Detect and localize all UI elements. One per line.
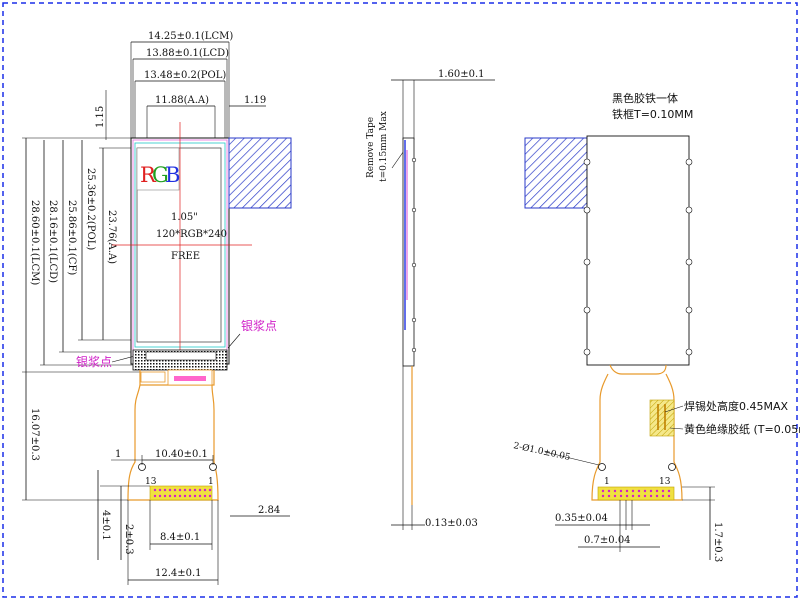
- rgb-logo-r: R: [140, 163, 157, 187]
- dim-side-offset: 2.84: [258, 505, 280, 516]
- dim-lcd-height: 28.16±0.1(LCD): [47, 200, 58, 283]
- dim-pad-b: 0.7±0.04: [584, 535, 631, 546]
- frame-note-line2: 铁框T=0.10MM: [612, 108, 693, 121]
- size-label: 1.05": [171, 212, 198, 223]
- gold-finger-pads: [149, 485, 213, 501]
- dim-fpc-tail: 4±0.1: [100, 510, 111, 541]
- back-hatched-tab: [524, 137, 588, 209]
- solder-height-note: 焊锡处高度0.45MAX: [684, 399, 789, 413]
- back-pin-1: 1: [604, 477, 610, 487]
- fpc-stiffener: [140, 371, 166, 383]
- back-fpc-hole-right: [668, 463, 676, 471]
- dim-fpc-thickness: 0.13±0.03: [425, 518, 478, 529]
- dim-hole-span: 10.40±0.1: [155, 449, 208, 460]
- front-pin-13: 13: [145, 477, 157, 487]
- back-pad-dots: [601, 489, 671, 498]
- back-frame: [586, 135, 690, 366]
- dim-pad-width: 8.4±0.1: [160, 532, 200, 543]
- resolution-label: 120*RGB*240: [156, 229, 227, 240]
- front-hatched-tab: [228, 137, 292, 209]
- front-view: 14.25±0.1(LCM) 13.88±0.1(LCD) 13.48±0.2(…: [22, 31, 292, 585]
- dim-pad-height: 2±0.3: [123, 524, 134, 555]
- remove-tape-line2: t=0.15mm Max: [379, 111, 389, 182]
- dim-lcm-height: 28.60±0.1(LCM): [29, 200, 40, 285]
- dim-lcd-width: 13.88±0.1(LCD): [146, 48, 229, 59]
- dim-pad-a: 0.35±0.04: [555, 513, 608, 524]
- side-view: 1.60±0.1 Remove Tape t=0.15mm Max 0.13±0…: [366, 69, 495, 530]
- dim-side-thickness: 1.60±0.1: [438, 69, 485, 80]
- dim-fpc-length: 16.07±0.3: [29, 408, 40, 461]
- dim-pol-height: 25.36±0.2(POL): [85, 168, 96, 250]
- side-glass: [402, 137, 415, 367]
- dim-lcm-width: 14.25±0.1(LCM): [148, 31, 233, 42]
- dim-fpc-width: 12.4±0.1: [155, 568, 202, 579]
- front-pin-1: 1: [208, 477, 214, 487]
- silver-paste-label-left: 银浆点: [76, 354, 112, 369]
- side-frame-bumps: [411, 157, 417, 353]
- pad-dots: [153, 488, 212, 498]
- dim-pol-width: 13.48±0.2(POL): [144, 70, 226, 81]
- frame-note-line1: 黑色胶铁一体: [612, 91, 678, 105]
- rgb-logo-b: B: [165, 163, 180, 187]
- dim-right-offset: 1.19: [244, 95, 266, 106]
- back-fpc-outline: [609, 364, 667, 375]
- hole-spec: 2-Ø1.0±0.05: [512, 440, 571, 463]
- insulation-tape-note: 黄色绝缘胶纸 (T=0.05mm): [684, 422, 800, 436]
- remove-tape-line1: Remove Tape: [366, 117, 376, 178]
- back-pin-13: 13: [659, 477, 671, 487]
- back-fpc-hole-left: [598, 463, 606, 471]
- dim-tail: 1.7±0.3: [712, 522, 723, 562]
- dim-cf-height: 25.86±0.1(CF): [66, 200, 77, 275]
- back-frame-bumps: [583, 158, 693, 356]
- free-label: FREE: [171, 251, 200, 262]
- dim-top-offset: 1.15: [95, 106, 106, 128]
- rgb-logo-frame: [136, 147, 180, 191]
- silver-paste-label-right: 银浆点: [241, 318, 277, 333]
- dim-pad-pitch-one: 1: [115, 449, 121, 460]
- back-gold-finger-pads: [597, 486, 675, 501]
- rgb-logo-g: G: [152, 163, 169, 187]
- dim-aa-height: 23.76(A.A): [106, 210, 117, 264]
- back-view: 黑色胶铁一体 铁框T=0.10MM 焊锡处高度0.45MAX 黄色绝缘胶纸 (T…: [512, 91, 800, 562]
- dim-aa-width: 11.88(A.A): [155, 95, 209, 106]
- ic-chip: [145, 351, 217, 361]
